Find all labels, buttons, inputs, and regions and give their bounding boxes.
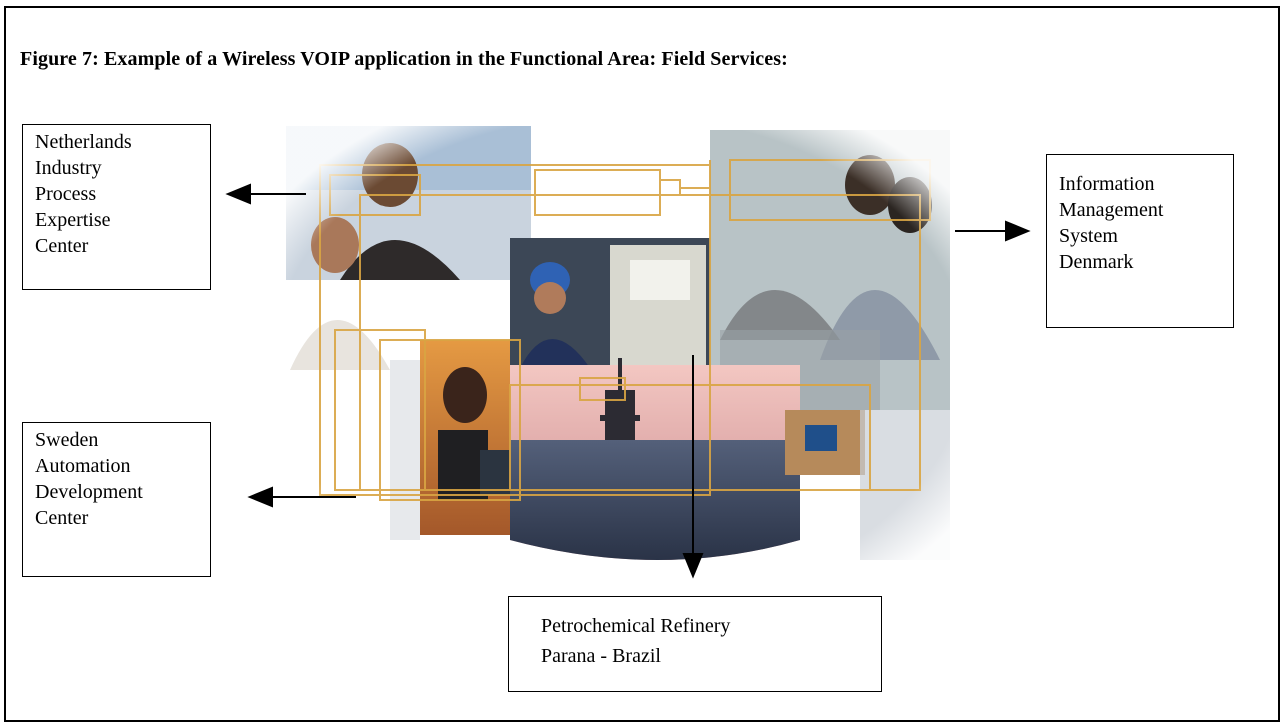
sweden-line-2: Automation <box>35 455 131 477</box>
field-services-collage <box>280 120 960 600</box>
netherlands-line-1: Netherlands <box>35 131 132 153</box>
figure-frame <box>4 6 1280 722</box>
denmark-line-4: Denmark <box>1059 251 1134 273</box>
netherlands-line-2: Industry <box>35 157 102 179</box>
brazil-line-2: Parana - Brazil <box>541 645 661 667</box>
denmark-system-box: Information Management System Denmark <box>1046 154 1234 328</box>
denmark-line-3: System <box>1059 225 1118 247</box>
netherlands-center-box: Netherlands Industry Process Expertise C… <box>22 124 211 290</box>
netherlands-line-4: Expertise <box>35 209 111 231</box>
sweden-line-3: Development <box>35 481 143 503</box>
brazil-line-1: Petrochemical Refinery <box>541 615 731 637</box>
sweden-line-1: Sweden <box>35 429 99 451</box>
netherlands-line-3: Process <box>35 183 97 205</box>
denmark-line-1: Information <box>1059 173 1155 195</box>
sweden-line-4: Center <box>35 507 89 529</box>
brazil-refinery-box: Petrochemical Refinery Parana - Brazil <box>508 596 882 692</box>
denmark-line-2: Management <box>1059 199 1164 221</box>
sweden-center-box: Sweden Automation Development Center <box>22 422 211 577</box>
netherlands-line-5: Center <box>35 235 89 257</box>
figure-title: Figure 7: Example of a Wireless VOIP app… <box>20 48 788 70</box>
